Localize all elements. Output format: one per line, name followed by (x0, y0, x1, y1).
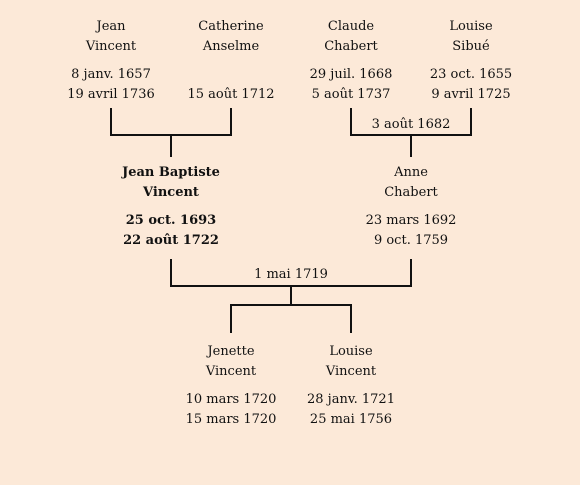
person-birth-date: 29 juil. 1668 (309, 67, 393, 82)
person-death-date: 15 août 1712 (187, 87, 275, 102)
connector-paternal-grandparents (110, 108, 232, 136)
connector-children (230, 304, 352, 333)
person-birth-date: 25 oct. 1693 (125, 213, 217, 228)
person-louise-sibue: Louise Sibué 23 oct. 1655 9 avril 1725 (406, 17, 536, 105)
person-first-name: Jean (96, 19, 126, 34)
person-first-name: Louise (449, 19, 493, 34)
person-jean-baptiste-vincent: Jean Baptiste Vincent 25 oct. 1693 22 ao… (106, 163, 236, 251)
person-birth-date: 23 mars 1692 (365, 213, 457, 228)
person-catherine-anselme: Catherine Anselme 15 août 1712 (166, 17, 296, 105)
person-first-name: Catherine (198, 19, 264, 34)
person-death-date: 19 avril 1736 (67, 87, 155, 102)
person-first-name: Claude (327, 19, 375, 34)
person-louise-vincent: Louise Vincent 28 janv. 1721 25 mai 1756 (286, 342, 416, 430)
person-death-date: 9 avril 1725 (431, 87, 511, 102)
person-last-name: Chabert (384, 185, 438, 200)
person-birth-date: 10 mars 1720 (185, 392, 277, 407)
person-last-name: Anselme (202, 39, 260, 54)
person-first-name: Jean Baptiste (122, 165, 220, 180)
person-death-date: 25 mai 1756 (309, 412, 393, 427)
person-birth-date: 8 janv. 1657 (71, 67, 151, 82)
person-death-date: 9 oct. 1759 (373, 233, 449, 248)
person-birth-date (166, 65, 296, 85)
person-first-name: Jenette (207, 344, 255, 359)
person-last-name: Chabert (324, 39, 378, 54)
person-birth-date: 28 janv. 1721 (307, 392, 395, 407)
person-death-date: 5 août 1737 (311, 87, 391, 102)
person-last-name: Vincent (325, 364, 377, 379)
person-last-name: Vincent (143, 185, 199, 200)
person-last-name: Vincent (205, 364, 257, 379)
person-first-name: Louise (329, 344, 373, 359)
person-birth-date: 23 oct. 1655 (429, 67, 513, 82)
person-jean-vincent: Jean Vincent 8 janv. 1657 19 avril 1736 (46, 17, 176, 105)
person-first-name: Anne (394, 165, 428, 180)
marriage-date-chabert-sibue: 3 août 1682 (371, 117, 451, 132)
marriage-date-vincent-chabert: 1 mai 1719 (254, 267, 328, 282)
person-death-date: 22 août 1722 (123, 233, 219, 248)
person-last-name: Vincent (85, 39, 137, 54)
person-claude-chabert: Claude Chabert 29 juil. 1668 5 août 1737 (286, 17, 416, 105)
person-anne-chabert: Anne Chabert 23 mars 1692 9 oct. 1759 (346, 163, 476, 251)
person-death-date: 15 mars 1720 (185, 412, 277, 427)
person-last-name: Sibué (452, 39, 490, 54)
person-jenette-vincent: Jenette Vincent 10 mars 1720 15 mars 172… (166, 342, 296, 430)
